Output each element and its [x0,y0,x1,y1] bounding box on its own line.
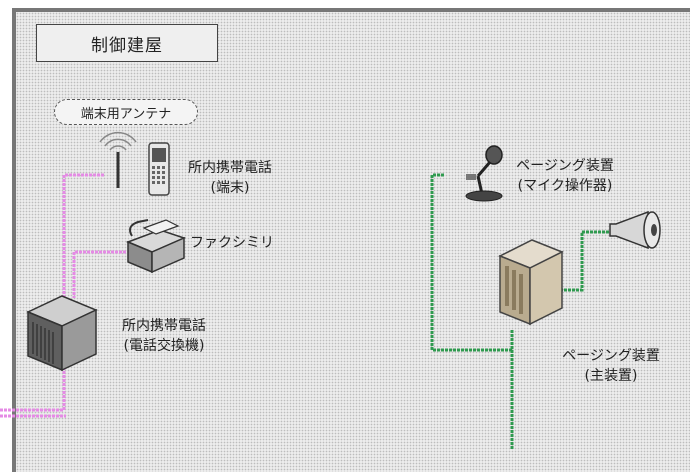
paging-main-label-line1: ページング装置 [562,348,660,364]
diagram-canvas: 制御建屋 端末用アンテナ [0,8,690,472]
paging-mic-label-line1: ページング装置 [516,158,614,174]
handset-label-line1: 所内携帯電話 [188,160,272,176]
paging-line-speaker [560,230,610,292]
connection-lines [0,131,661,449]
speaker-horn-icon [609,210,661,250]
pbx-label-line1: 所内携帯電話 [122,318,206,334]
handset-label: 所内携帯電話 (端末) [176,158,284,198]
paging-main-label: ページング装置 (主装置) [546,346,676,386]
phone-line-antenna [0,173,104,412]
paging-main-label-line2: (主装置) [584,368,638,384]
mobile-phone-icon [148,142,170,196]
handset-label-line2: (端末) [210,180,250,196]
fax-machine-icon [125,219,187,274]
paging-main-unit-icon [498,239,564,326]
pbx-label-line2: (電話交換機) [123,338,205,354]
paging-mic-label-line2: (マイク操作器) [517,178,613,194]
microphone-icon [465,145,503,202]
phone-line-fax [72,250,126,298]
control-building-label: 制御建屋 [36,24,218,62]
antenna-label: 端末用アンテナ [54,99,198,125]
paging-mic-label: ページング装置 (マイク操作器) [500,156,630,196]
antenna-icon [99,131,137,188]
pbx-label: 所内携帯電話 (電話交換機) [100,316,228,356]
fax-label: ファクシミリ [190,235,274,251]
pbx-server-icon [26,295,98,372]
control-building-area [12,8,690,472]
paging-line-mic [430,173,512,352]
